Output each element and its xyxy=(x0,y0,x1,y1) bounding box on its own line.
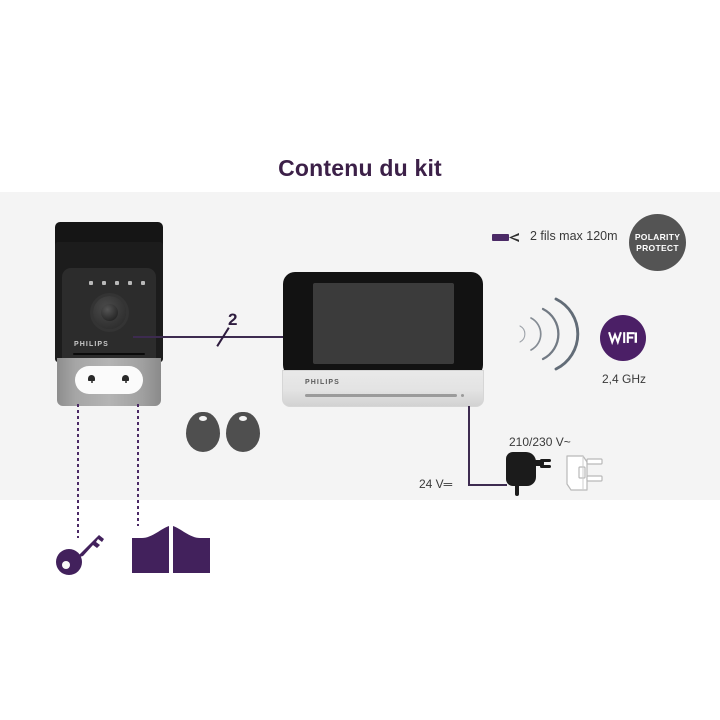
adapter-cable xyxy=(515,482,519,496)
monitor-screen xyxy=(313,283,454,364)
rfid-fob-icon xyxy=(186,412,220,452)
conductor-count-label: 2 xyxy=(228,310,238,329)
gate-icon xyxy=(132,526,210,573)
camera-lens-inner xyxy=(101,304,118,321)
two-wire-bus xyxy=(133,336,285,338)
camera-lens-icon xyxy=(93,296,126,329)
monitor-bezel xyxy=(283,272,483,377)
monitor-brand: PHILIPS xyxy=(305,379,340,386)
polarity-protect-badge: POLARITY PROTECT xyxy=(629,214,686,271)
power-wire-vertical xyxy=(468,406,470,486)
adapter-prong xyxy=(540,459,551,462)
rfid-fob-pair xyxy=(186,408,266,452)
adapter-prong xyxy=(540,465,551,468)
door-station-brand: PHILIPS xyxy=(74,341,109,348)
power-wire-horizontal xyxy=(468,484,507,486)
wifi-badge xyxy=(600,315,646,361)
rfid-fob-icon xyxy=(226,412,260,452)
power-adapter-icon xyxy=(506,452,552,496)
door-release-dotted-line xyxy=(77,404,79,538)
key-icon xyxy=(56,535,104,575)
adapter-body xyxy=(506,452,536,486)
wifi-frequency-label: 2,4 GHz xyxy=(601,372,646,386)
uk-plug-icon xyxy=(566,455,603,491)
bell-icon[interactable] xyxy=(122,375,129,384)
wifi-waves-icon xyxy=(519,297,580,371)
door-station-upper-body: PHILIPS xyxy=(55,242,163,378)
polarity-line-1: POLARITY xyxy=(634,231,681,242)
monitor-speaker-slot xyxy=(305,394,457,397)
fob-hole xyxy=(239,416,247,421)
indoor-monitor: PHILIPS xyxy=(282,272,484,407)
wire-legend: 2 fils max 120m xyxy=(492,228,682,248)
fob-hole xyxy=(199,416,207,421)
ac-voltage-label: 210/230 V~ xyxy=(509,435,571,449)
door-station: PHILIPS xyxy=(55,222,163,407)
door-station-nameplate xyxy=(75,366,143,394)
door-station-lower-body xyxy=(57,358,161,406)
gate-control-dotted-line xyxy=(137,404,139,526)
monitor-indicator-dot xyxy=(461,394,464,397)
wifi-glyph-icon xyxy=(608,331,637,346)
adapter-neck xyxy=(532,460,544,466)
wire-legend-label: 2 fils max 120m xyxy=(530,229,618,243)
ir-led-array-icon xyxy=(89,280,145,285)
monitor-base: PHILIPS xyxy=(282,370,484,407)
polarity-line-2: PROTECT xyxy=(636,242,679,253)
page-title: Contenu du kit xyxy=(278,155,442,181)
bell-icon[interactable] xyxy=(88,375,95,384)
two-wire-icon xyxy=(492,233,519,242)
dc-voltage-label: 24 V═ xyxy=(419,477,453,491)
